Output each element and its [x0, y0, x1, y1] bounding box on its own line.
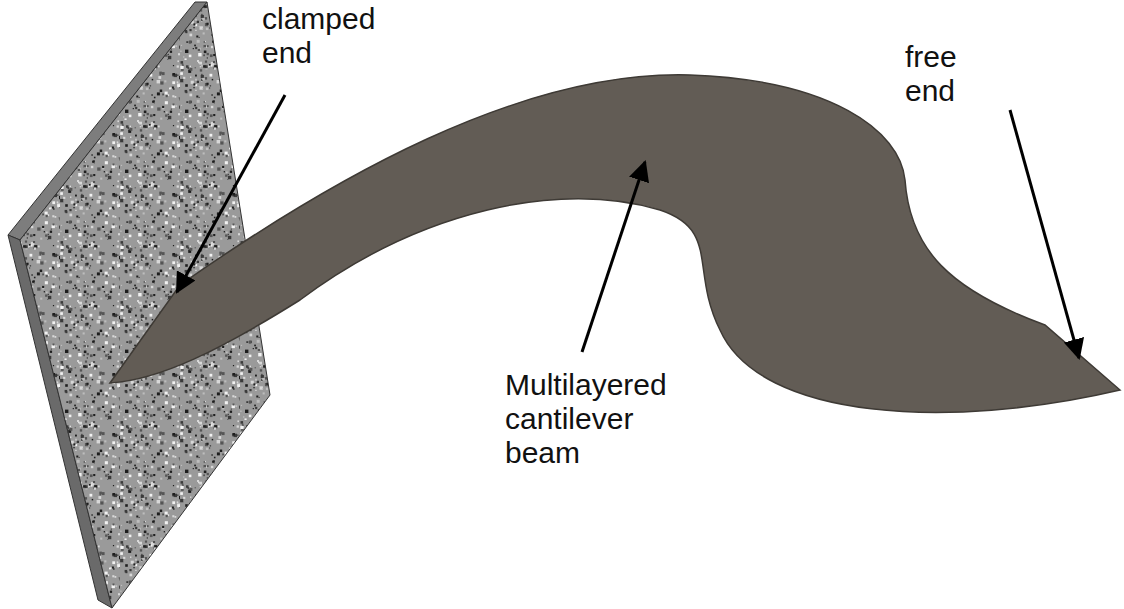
part-label: free end	[905, 40, 995, 108]
cantilever-beam	[110, 75, 1120, 413]
part-label: clamped end	[262, 2, 402, 70]
leader-arrow	[1010, 110, 1079, 358]
leader-arrow	[582, 162, 645, 352]
leader-arrow	[177, 95, 285, 292]
part-label: Multilayered cantilever beam	[505, 368, 705, 470]
